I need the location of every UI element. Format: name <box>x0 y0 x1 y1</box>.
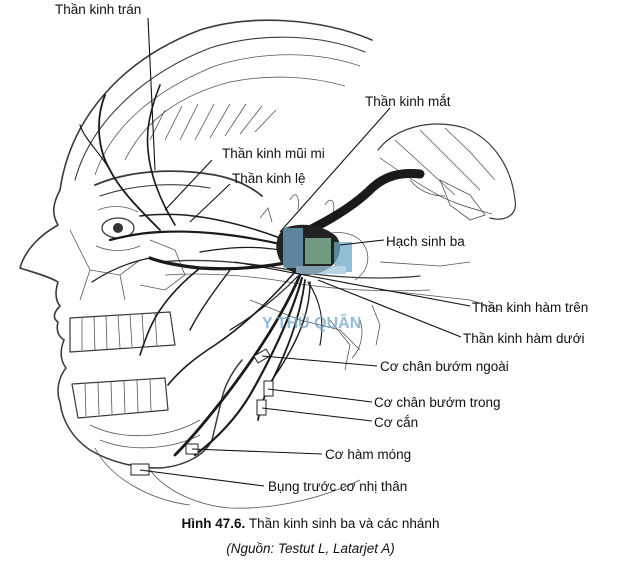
label-than-kinh-ham-tren: Thần kinh hàm trên <box>472 300 588 315</box>
labels: Thần kinh trán Thần kinh mắt Thần kinh m… <box>55 2 588 494</box>
label-than-kinh-le: Thần kinh lệ <box>232 171 306 186</box>
label-co-ham-mong: Cơ hàm móng <box>325 447 411 462</box>
label-than-kinh-mui-mi: Thần kinh mũi mi <box>222 146 325 161</box>
muscle-markers <box>130 348 274 476</box>
label-co-chan-buom-ngoai: Cơ chân bướm ngoài <box>380 359 509 374</box>
nerve-branches <box>79 84 425 457</box>
watermark: Y THỦ QUÂN <box>262 228 361 332</box>
label-than-kinh-mat: Thần kinh mắt <box>365 94 451 109</box>
watermark-text: Y THỦ QUÂN <box>262 313 361 332</box>
label-co-can: Cơ cắn <box>374 415 418 430</box>
label-than-kinh-tran: Thần kinh trán <box>55 2 141 17</box>
upper-teeth <box>69 311 176 353</box>
label-hach-sinh-ba: Hạch sinh ba <box>386 234 465 249</box>
label-co-chan-buom-trong: Cơ chân bướm trong <box>374 395 501 410</box>
label-bung-truoc-co-nhi-than: Bụng trước cơ nhị thân <box>268 479 407 494</box>
label-than-kinh-ham-duoi: Thần kinh hàm dưới <box>463 331 584 346</box>
lower-teeth <box>71 377 169 419</box>
cut-away-orbit-sketch <box>377 123 517 221</box>
leader-lines <box>139 17 471 487</box>
